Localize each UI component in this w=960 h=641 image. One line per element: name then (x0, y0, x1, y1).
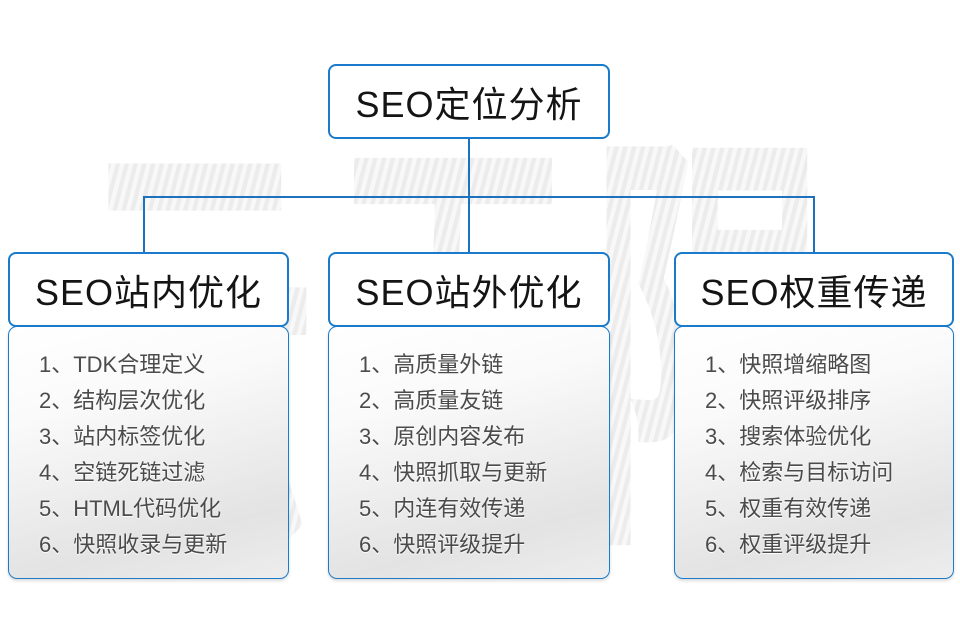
column-list-onsite: 1、TDK合理定义 2、结构层次优化 3、站内标签优化 4、空链死链过滤 5、H… (8, 326, 289, 579)
root-node-label: SEO定位分析 (355, 83, 583, 125)
list-item: 1、快照增缩略图 (705, 352, 872, 377)
column-header-weight: SEO权重传递 (674, 252, 954, 327)
list-item: 4、快照抓取与更新 (359, 460, 548, 485)
list-item: 6、权重评级提升 (705, 532, 872, 557)
list-item: 1、TDK合理定义 (39, 352, 206, 377)
list-item: 3、原创内容发布 (359, 424, 526, 449)
connector-drop-middle (468, 197, 470, 253)
list-item: 2、高质量友链 (359, 388, 504, 413)
list-item: 4、检索与目标访问 (705, 460, 894, 485)
column-list-weight: 1、快照增缩略图 2、快照评级排序 3、搜索体验优化 4、检索与目标访问 5、权… (674, 326, 954, 579)
connector-drop-right (813, 197, 815, 253)
column-header-label: SEO站内优化 (34, 271, 263, 313)
list-item: 5、内连有效传递 (359, 496, 526, 521)
list-item: 2、结构层次优化 (39, 388, 206, 413)
connector-drop-left (143, 197, 145, 253)
list-item: 5、权重有效传递 (705, 496, 872, 521)
list-item: 1、高质量外链 (359, 352, 504, 377)
item-list: 1、快照增缩略图 2、快照评级排序 3、搜索体验优化 4、检索与目标访问 5、权… (705, 347, 943, 563)
item-list: 1、TDK合理定义 2、结构层次优化 3、站内标签优化 4、空链死链过滤 5、H… (39, 347, 278, 563)
column-header-label: SEO站外优化 (355, 271, 583, 313)
column-header-onsite: SEO站内优化 (8, 252, 289, 327)
list-item: 5、HTML代码优化 (39, 496, 222, 521)
list-item: 6、快照收录与更新 (39, 532, 228, 557)
connector-root-stem (468, 139, 470, 197)
connector-horizontal (143, 196, 815, 198)
list-item: 3、搜索体验优化 (705, 424, 872, 449)
column-header-label: SEO权重传递 (700, 271, 928, 313)
list-item: 4、空链死链过滤 (39, 460, 206, 485)
list-item: 6、快照评级提升 (359, 532, 526, 557)
column-list-offsite: 1、高质量外链 2、高质量友链 3、原创内容发布 4、快照抓取与更新 5、内连有… (328, 326, 610, 579)
column-header-offsite: SEO站外优化 (328, 252, 610, 327)
list-item: 3、站内标签优化 (39, 424, 206, 449)
list-item: 2、快照评级排序 (705, 388, 872, 413)
item-list: 1、高质量外链 2、高质量友链 3、原创内容发布 4、快照抓取与更新 5、内连有… (359, 347, 599, 563)
root-node: SEO定位分析 (328, 64, 610, 139)
